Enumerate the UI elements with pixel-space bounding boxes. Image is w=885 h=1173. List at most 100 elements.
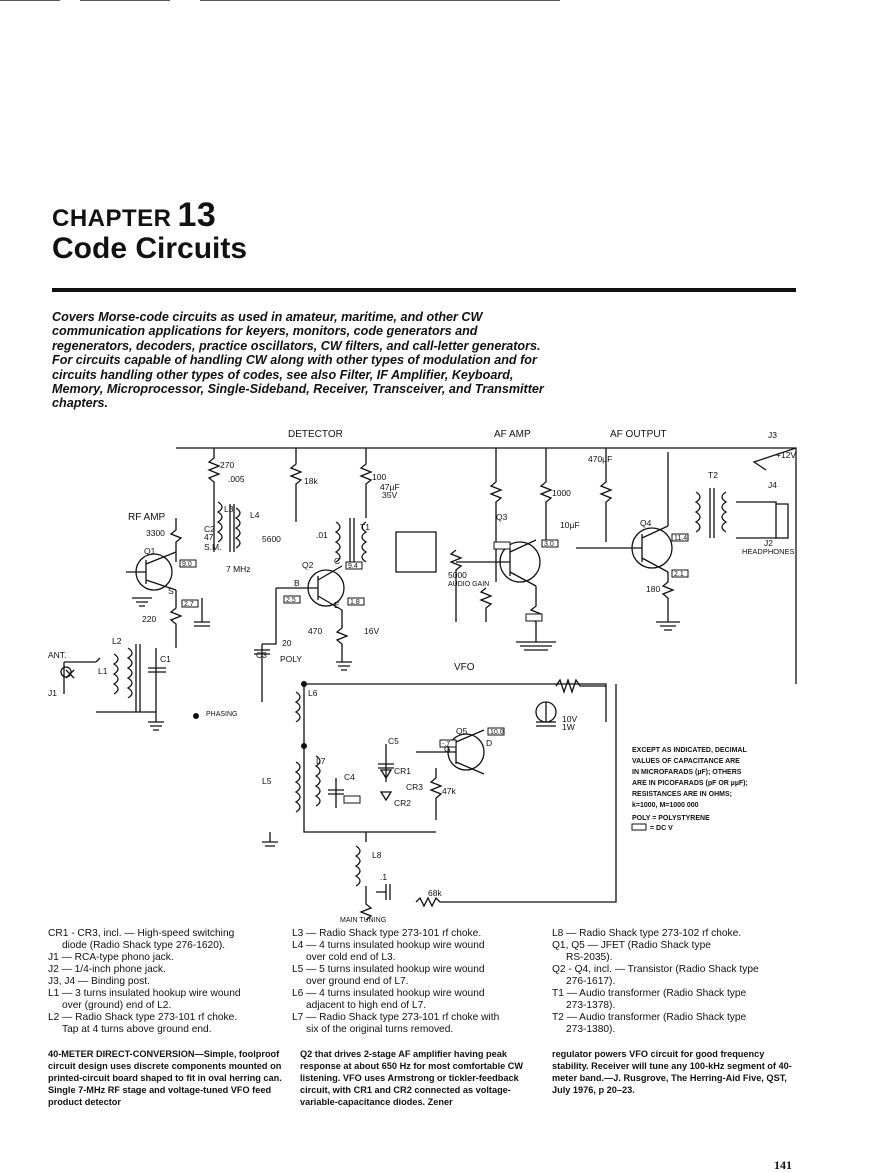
parts-list-column-1: CR1 - CR3, incl. — High-speed switching … (48, 928, 283, 1036)
circuit-description-3: regulator powers VFO circuit for good fr… (552, 1049, 792, 1096)
label-c5: C5 (388, 736, 399, 746)
dcv-q2-e: 1.8 (350, 599, 360, 606)
page-number: 141 (774, 1158, 792, 1172)
value-c2-47: 47 (204, 532, 214, 542)
label-af-amp: AF AMP (494, 429, 531, 440)
label-l7: L7 (316, 756, 326, 766)
label-q5: Q5 (456, 726, 468, 736)
parts-line: CR1 - CR3, incl. — High-speed switching (48, 928, 235, 939)
parts-line: T1 — Audio transformer (Radio Shack type (552, 988, 747, 999)
value-16v: 16V (364, 626, 379, 636)
chapter-word: CHAPTER (52, 205, 172, 232)
note-line: VALUES OF CAPACITANCE ARE (632, 758, 740, 765)
dcv-q1-d: 9.0 (182, 561, 192, 568)
label-c4: C4 (344, 772, 355, 782)
label-j1: J1 (48, 688, 57, 698)
label-12v: +12V (776, 450, 796, 460)
parts-line: L7 — Radio Shack type 273-101 rf choke w… (292, 1012, 500, 1023)
scan-line (80, 0, 170, 1)
dcv-q3-c: 3.0 (544, 541, 554, 548)
label-vfo: VFO (454, 662, 475, 673)
value-c10uf: 10µF (560, 520, 580, 530)
value-r470: 470 (308, 626, 322, 636)
dcv-q4-e: 2.1 (674, 571, 684, 578)
value-c3-20: 20 (282, 638, 292, 648)
value-r100: 100 (372, 472, 386, 482)
parts-line: adjacent to high end of L7. (306, 1000, 427, 1011)
value-r5000: 5000 (448, 570, 467, 580)
label-q5-d: D (486, 738, 492, 748)
parts-line: J3, J4 — Binding post. (48, 976, 150, 987)
parts-line: six of the original turns removed. (306, 1024, 454, 1035)
label-q1-s: S (168, 586, 174, 596)
value-c3-poly: POLY (280, 654, 302, 664)
value-r18k: 18k (304, 476, 318, 486)
label-j2: J2 (764, 538, 773, 548)
value-r1000: 1000 (552, 488, 571, 498)
circuit-description-2: Q2 that drives 2-stage AF amplifier havi… (300, 1049, 524, 1108)
parts-line: L1 — 3 turns insulated hookup wire wound (48, 988, 241, 999)
value-c47uf: 47µF (380, 482, 400, 492)
value-r270: 270 (220, 460, 234, 470)
note-line: RESISTANCES ARE IN OHMS; (632, 791, 732, 798)
label-l8: L8 (372, 850, 382, 860)
parts-line: over ground end of L7. (306, 976, 409, 987)
value-r47k: 47k (442, 786, 456, 796)
parts-line: T2 — Audio transformer (Radio Shack type (552, 1012, 747, 1023)
note-line: POLY = POLYSTYRENE (632, 815, 710, 822)
label-t2: T2 (708, 470, 718, 480)
label-headphones: HEADPHONES (742, 547, 795, 556)
dcv-q2-b: 2.5 (286, 597, 296, 604)
dcv-q5-d: 10.0 (490, 729, 504, 736)
value-zener-1w: 1W (562, 722, 575, 732)
value-r68k: 68k (428, 888, 442, 898)
circuit-schematic: DETECTOR AF AMP AF OUTPUT RF AMP VFO 270… (48, 429, 797, 924)
label-q2-c: C (334, 556, 340, 566)
parts-line: diode (Radio Shack type 276-1620). (62, 940, 226, 951)
parts-line: J1 — RCA-type phono jack. (48, 952, 174, 963)
dcv-q4-c: 11.4 (674, 535, 687, 542)
title-rule (52, 288, 796, 292)
label-l1: L1 (98, 666, 108, 676)
label-7mhz: 7 MHz (226, 564, 251, 574)
label-q3: Q3 (496, 512, 508, 522)
value-c2-sm: S.M. (204, 542, 221, 552)
label-ant: ANT. (48, 650, 66, 660)
parts-line: 276-1617). (566, 976, 616, 987)
parts-list-column-3: L8 — Radio Shack type 273-102 rf choke. … (552, 928, 800, 1036)
value-r5600: 5600 (262, 534, 281, 544)
label-detector: DETECTOR (288, 429, 343, 440)
note-line: k=1000, M=1000 000 (632, 802, 699, 809)
label-q4: Q4 (640, 518, 652, 528)
value-c-point1: .1 (380, 872, 387, 882)
parts-line: Q1, Q5 — JFET (Radio Shack type (552, 940, 711, 951)
label-cr3: CR3 (406, 782, 423, 792)
parts-list-column-2: L3 — Radio Shack type 273-101 rf choke. … (292, 928, 542, 1036)
parts-line: L4 — 4 turns insulated hookup wire wound (292, 940, 485, 951)
dcv-q2-c: 9.4 (348, 563, 358, 570)
label-phasing: PHASING (206, 711, 238, 718)
label-rf-amp: RF AMP (128, 512, 166, 523)
value-c470uf: 470µF (588, 454, 612, 464)
value-c005: .005 (228, 474, 245, 484)
label-c3: C3 (256, 650, 267, 660)
value-r3300: 3300 (146, 528, 165, 538)
parts-line: RS-2035). (566, 952, 613, 963)
circuit-description-1: 40-METER DIRECT-CONVERSION—Simple, foolp… (48, 1049, 282, 1108)
label-t1: T1 (360, 522, 370, 532)
chapter-number: 13 (177, 196, 217, 234)
dcv-q5-g: -.7 (442, 741, 450, 748)
chapter-intro: Covers Morse-code circuits as used in am… (52, 310, 544, 411)
value-35v: 35V (382, 490, 397, 500)
label-q2-e: E (334, 600, 340, 610)
value-r220: 220 (142, 614, 156, 624)
label-l3: L3 (224, 504, 234, 514)
scan-line (200, 0, 560, 1)
label-cr2: CR2 (394, 798, 411, 808)
note-line: EXCEPT AS INDICATED, DECIMAL (632, 747, 747, 754)
parts-line: Q2 - Q4, incl. — Transistor (Radio Shack… (552, 964, 759, 975)
value-r180: 180 (646, 584, 660, 594)
note-line: = DC V (650, 825, 673, 832)
parts-line: over cold end of L3. (306, 952, 396, 963)
